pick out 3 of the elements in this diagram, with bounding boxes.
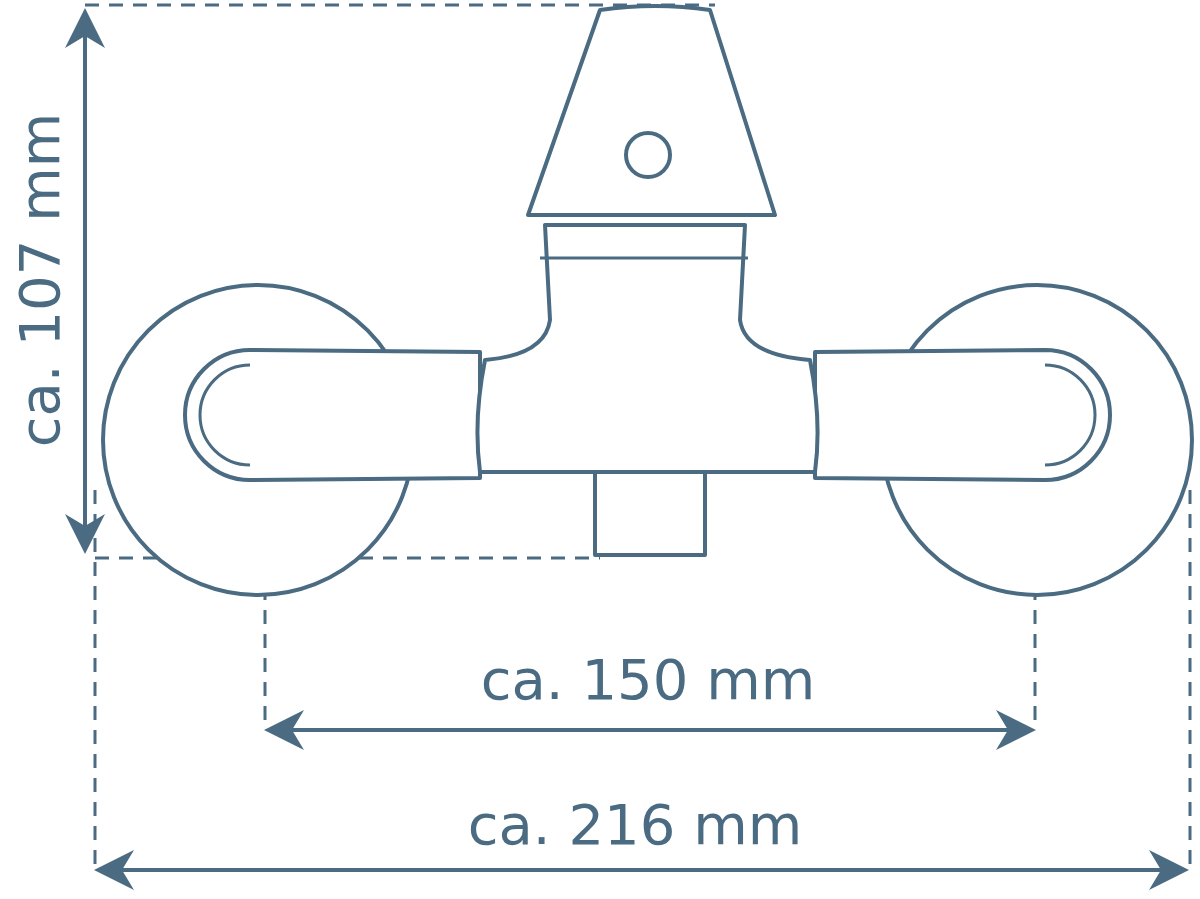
- dimension-label: ca. 150 mm: [480, 652, 816, 708]
- dimension-label: ca. 216 mm: [467, 797, 803, 853]
- dimension-label: ca. 107 mm: [12, 112, 68, 448]
